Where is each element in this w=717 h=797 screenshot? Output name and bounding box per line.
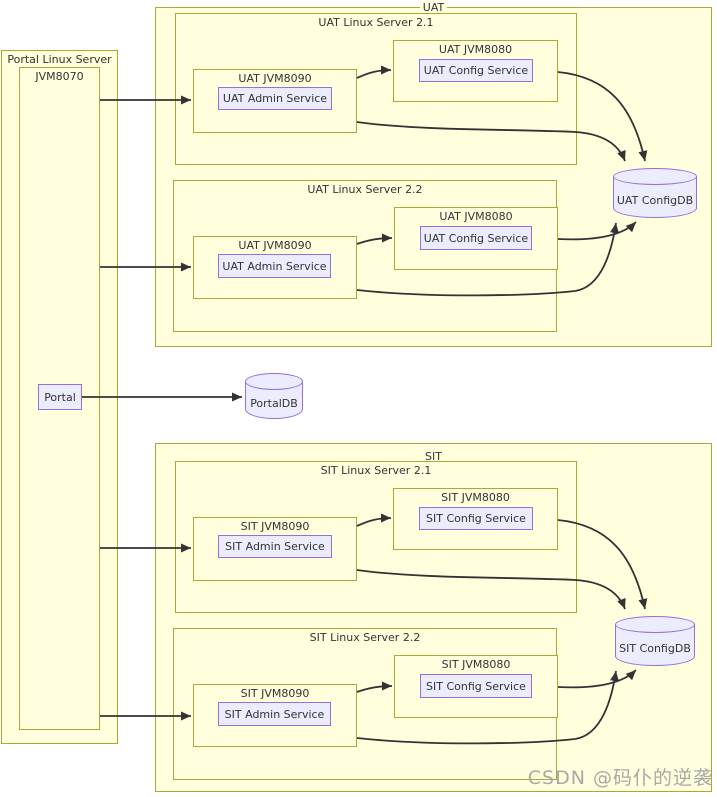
sit-22-jvm8080-label: SIT JVM8080 (441, 658, 511, 671)
uat-21-jvm8090-label: UAT JVM8090 (238, 72, 312, 85)
sit-server-21-label: SIT Linux Server 2.1 (320, 464, 432, 477)
uat-21-jvm8080-title: UAT JVM8080 (394, 43, 557, 56)
sit-22-admin-service-node: SIT Admin Service (218, 702, 331, 726)
sit-21-jvm8090-title: SIT JVM8090 (194, 520, 356, 533)
sit-group-title: SIT (156, 450, 711, 463)
sit-21-jvm8080-label: SIT JVM8080 (441, 491, 510, 504)
uat-configdb-label: UAT ConfigDB (616, 193, 694, 207)
jvm8070-label: JVM8070 (35, 70, 84, 83)
sit-22-config-service-node: SIT Config Service (420, 674, 532, 698)
uat-22-jvm8080-title: UAT JVM8080 (395, 210, 557, 223)
sit-21-jvm8090-label: SIT JVM8090 (240, 520, 310, 533)
uat-server-22-label: UAT Linux Server 2.2 (307, 183, 423, 196)
uat-server-22-title: UAT Linux Server 2.2 (174, 183, 556, 196)
uat-group-title: UAT (156, 1, 711, 14)
uat-group-label: UAT (419, 1, 448, 14)
sit-22-jvm8090-title: SIT JVM8090 (194, 687, 356, 700)
jvm8070-title: JVM8070 (20, 70, 99, 83)
sit-configdb-cylinder: SIT ConfigDB (615, 616, 695, 666)
uat-configdb-cylinder-lid (613, 168, 697, 185)
uat-22-jvm8080-label: UAT JVM8080 (439, 210, 513, 223)
portaldb-label: PortalDB (250, 396, 298, 410)
uat-21-admin-service-node: UAT Admin Service (218, 87, 332, 110)
sit-server-22-label: SIT Linux Server 2.2 (309, 631, 421, 644)
csdn-watermark: CSDN @码仆的逆袭 (527, 767, 713, 789)
sit-server-21-title: SIT Linux Server 2.1 (176, 464, 576, 477)
uat-21-jvm8080-label: UAT JVM8080 (438, 43, 513, 56)
sit-22-jvm8080-title: SIT JVM8080 (395, 658, 557, 671)
sit-21-jvm8080-title: SIT JVM8080 (394, 491, 557, 504)
portal-linux-server-title: Portal Linux Server (2, 53, 117, 66)
uat-22-jvm8090-label: UAT JVM8090 (238, 239, 312, 252)
uat-configdb-cylinder: UAT ConfigDB (613, 168, 697, 218)
uat-22-config-service-node: UAT Config Service (420, 226, 532, 250)
uat-server-21-label: UAT Linux Server 2.1 (318, 16, 434, 29)
uat-21-config-service-node: UAT Config Service (419, 59, 533, 82)
sit-configdb-label: SIT ConfigDB (619, 641, 691, 655)
portaldb-cylinder-lid (245, 373, 303, 390)
sit-group-label: SIT (425, 450, 442, 463)
uat-22-admin-service-node: UAT Admin Service (218, 254, 331, 278)
sit-configdb-cylinder-lid (615, 616, 695, 633)
sit-21-admin-service-node: SIT Admin Service (218, 535, 332, 558)
portal-node: Portal (38, 384, 82, 410)
uat-21-jvm8090-title: UAT JVM8090 (194, 72, 356, 85)
portaldb-cylinder: PortalDB (245, 373, 303, 419)
sit-server-22-title: SIT Linux Server 2.2 (174, 631, 556, 644)
sit-22-jvm8090-label: SIT JVM8090 (240, 687, 310, 700)
sit-21-config-service-node: SIT Config Service (419, 507, 533, 530)
uat-22-jvm8090-title: UAT JVM8090 (194, 239, 356, 252)
portal-linux-server-label: Portal Linux Server (7, 53, 112, 66)
jvm8070-box: JVM8070 (19, 67, 100, 730)
uat-server-21-title: UAT Linux Server 2.1 (176, 16, 576, 29)
